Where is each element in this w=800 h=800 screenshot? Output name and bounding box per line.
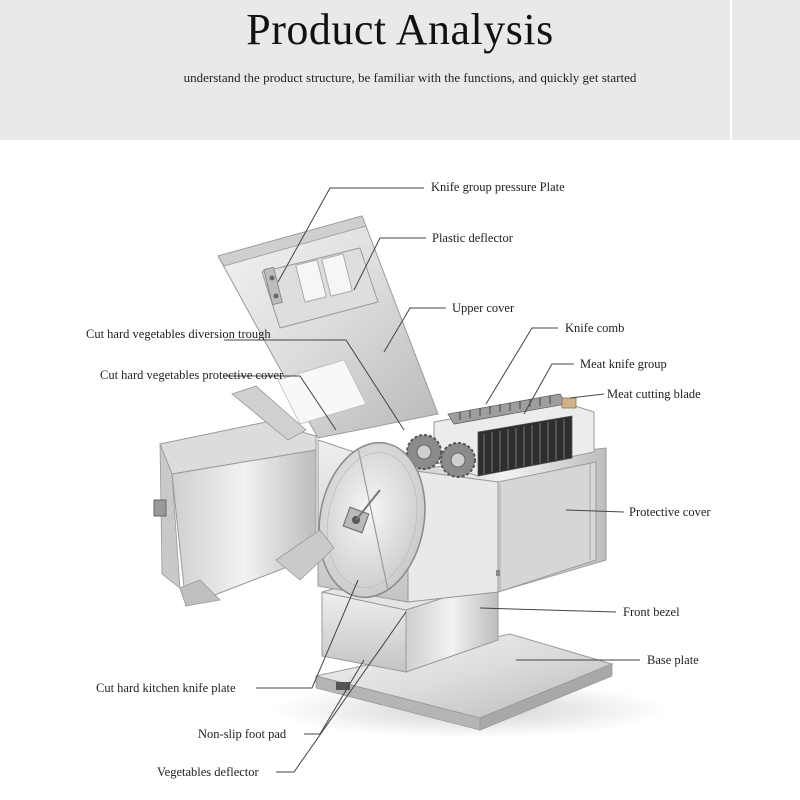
- knife-plate-shape: [318, 441, 426, 599]
- label-vegetables-protective-cover: Cut hard vegetables protective cover: [100, 368, 284, 382]
- label-vegetables-deflector: Vegetables deflector: [157, 765, 259, 779]
- label-meat-cutting-blade: Meat cutting blade: [607, 387, 701, 401]
- label-protective-cover: Protective cover: [629, 505, 711, 519]
- label-plastic-deflector: Plastic deflector: [432, 231, 513, 245]
- header-band: [0, 0, 730, 140]
- leader-lines: [224, 187, 640, 773]
- page-subtitle: understand the product structure, be fam…: [183, 70, 637, 85]
- gear-shapes: [406, 434, 476, 478]
- label-meat-knife-group: Meat knife group: [580, 357, 667, 371]
- label-knife-comb: Knife comb: [565, 321, 625, 335]
- page-title: Product Analysis: [246, 5, 554, 54]
- label-knife-group-pressure-plate: Knife group pressure Plate: [431, 180, 565, 194]
- label-diversion-trough: Cut hard vegetables diversion trough: [86, 327, 271, 341]
- base-plate-shape: [315, 633, 614, 731]
- label-front-bezel: Front bezel: [623, 605, 680, 619]
- label-non-slip-foot-pad: Non-slip foot pad: [198, 727, 287, 741]
- header-band-right: [732, 0, 800, 140]
- foot-pad-shape: [336, 682, 350, 690]
- vegetable-cover-shape: [153, 385, 317, 607]
- label-base-plate: Base plate: [647, 653, 699, 667]
- label-upper-cover: Upper cover: [452, 301, 515, 315]
- vegetables-deflector-shape: [275, 529, 335, 581]
- label-kitchen-knife-plate: Cut hard kitchen knife plate: [96, 681, 236, 695]
- pressure-plate-shape: [261, 247, 379, 329]
